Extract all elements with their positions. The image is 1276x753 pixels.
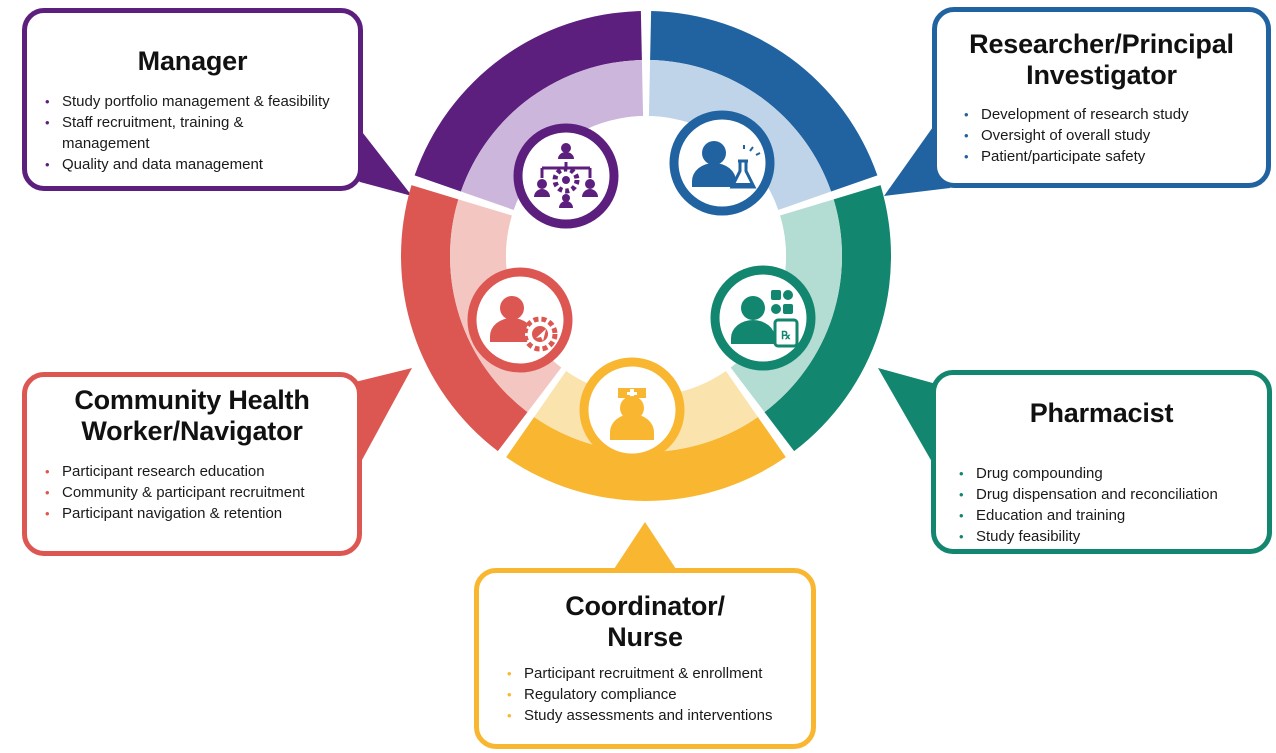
- list-item: Participant navigation & retention: [42, 503, 357, 524]
- nurse-icon: [579, 357, 685, 463]
- list-item: Education and training: [956, 505, 1267, 526]
- list-item: Study portfolio management & feasibility: [42, 91, 358, 112]
- researcher-card: Researcher/Principal Investigator Develo…: [932, 7, 1271, 188]
- person-flask-icon: [669, 110, 775, 216]
- person-pills-icon: ℞: [710, 265, 816, 371]
- list-item: Participant research education: [42, 461, 357, 482]
- list-item: Participant recruitment & enrollment: [504, 663, 811, 684]
- chw-outer-segment: [401, 185, 528, 452]
- list-item: Staff recruitment, training &: [42, 112, 358, 133]
- researcher-title: Researcher/Principal Investigator: [937, 29, 1266, 91]
- pharmacist-outer-segment: [764, 185, 891, 452]
- coordinator-callout-pointer: [612, 522, 678, 572]
- list-item-continuation: management: [62, 135, 150, 152]
- pharmacist-title: Pharmacist: [1029, 398, 1174, 428]
- list-item: Drug dispensation and reconciliation: [956, 484, 1267, 505]
- list-item: Study assessments and interventions: [504, 705, 811, 726]
- chw-title-line2: Worker/Navigator: [81, 416, 303, 446]
- chw-title-line1: Community Health: [74, 385, 310, 415]
- researcher-outer-segment: [650, 11, 878, 192]
- manager-title: Manager: [137, 46, 248, 76]
- list-item: Drug compounding: [956, 463, 1267, 484]
- list-item: Quality and data management: [42, 154, 358, 175]
- chw-card: Community Health Worker/Navigator Partic…: [22, 372, 362, 556]
- list-item: Patient/participate safety: [961, 146, 1266, 167]
- manager-outer-segment: [414, 11, 642, 192]
- coordinator-title: Coordinator/ Nurse: [479, 591, 811, 653]
- person-navigation-gear-icon: [467, 267, 573, 373]
- manager-card: Manager Study portfolio management & fea…: [22, 8, 363, 191]
- coordinator-title-line1: Coordinator/: [565, 591, 725, 621]
- coordinator-title-line2: Nurse: [607, 622, 683, 652]
- svg-text:℞: ℞: [781, 330, 791, 342]
- manager-list: Study portfolio management & feasibility…: [42, 91, 358, 175]
- list-item: Oversight of overall study: [961, 125, 1266, 146]
- list-item: Community & participant recruitment: [42, 482, 357, 503]
- pharmacist-callout-pointer: [878, 368, 945, 462]
- list-item: Development of research study: [961, 104, 1266, 125]
- coordinator-list: Participant recruitment & enrollment Reg…: [504, 663, 811, 726]
- researcher-title-line2: Investigator: [1026, 60, 1177, 90]
- coordinator-card: Coordinator/ Nurse Participant recruitme…: [474, 568, 816, 749]
- pharmacist-list: Drug compounding Drug dispensation and r…: [956, 463, 1267, 547]
- pharmacist-card: Pharmacist Drug compounding Drug dispens…: [931, 370, 1272, 554]
- chw-list: Participant research education Community…: [42, 461, 357, 524]
- researcher-list: Development of research study Oversight …: [961, 104, 1266, 167]
- chw-title: Community Health Worker/Navigator: [27, 385, 357, 447]
- researcher-title-line1: Researcher/Principal: [969, 29, 1234, 59]
- list-item: Study feasibility: [956, 526, 1267, 547]
- list-item: Regulatory compliance: [504, 684, 811, 705]
- org-chart-gear-icon: [513, 123, 619, 229]
- role-icons: ℞: [467, 110, 816, 463]
